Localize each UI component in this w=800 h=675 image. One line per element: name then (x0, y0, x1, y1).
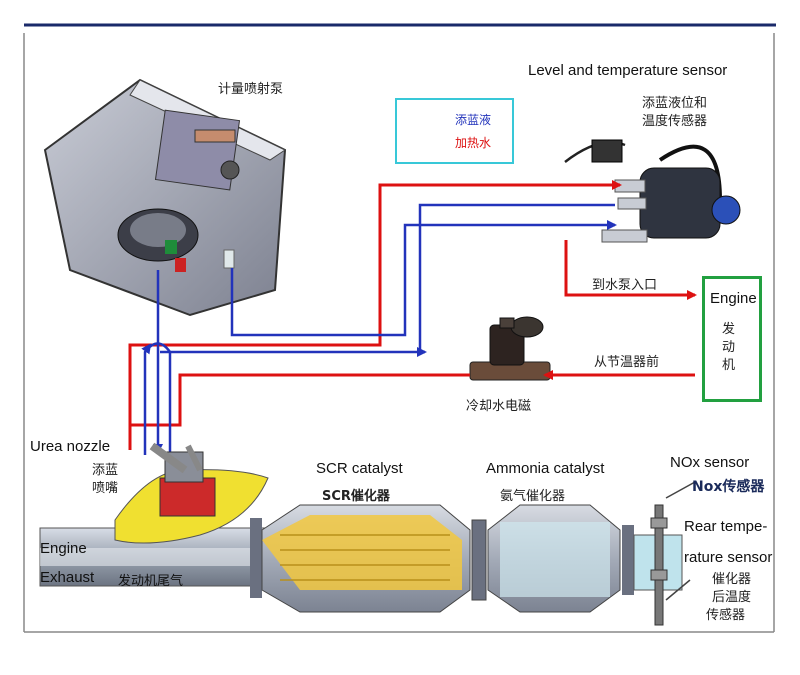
coolant-valve-label: 冷却水电磁 (466, 399, 532, 414)
exhaust-label-zh: 发动机尾气 (118, 574, 184, 589)
legend-box (395, 98, 514, 164)
engine-label-zh-3: 机 (722, 358, 736, 373)
urea-nozzle-label-zh-1: 添蓝 (92, 463, 119, 478)
nox-label-en: NOx sensor (670, 454, 750, 471)
scr-label-zh: SCR催化器 (322, 489, 390, 504)
urea-nozzle-label-zh-2: 喷嘴 (92, 481, 119, 496)
coolant-solenoid-valve (469, 316, 551, 381)
rear-temp-label-zh-3: 传感器 (706, 608, 746, 623)
to-pump-inlet-label: 到水泵入口 (592, 278, 658, 293)
level-temperature-sensor (564, 139, 741, 243)
urea-nozzle-label-en: Urea nozzle (30, 438, 111, 455)
level-sensor-label-en: Level and temperature sensor (528, 62, 728, 79)
rear-temp-label-en-1: Rear tempe- (684, 518, 768, 535)
ammonia-label-en: Ammonia catalyst (486, 460, 605, 477)
metering-pump (43, 78, 287, 317)
frame (23, 23, 776, 633)
rear-temp-label-zh-2: 后温度 (712, 590, 752, 605)
scr-label-en: SCR catalyst (316, 460, 403, 477)
engine-label-en: Engine (710, 290, 757, 307)
ammonia-catalyst (487, 504, 621, 613)
nox-label-zh: Nox传感器 (692, 479, 765, 495)
tail-pipe (622, 481, 696, 626)
scr-catalyst (250, 504, 471, 613)
rear-temp-label-zh-1: 催化器 (712, 572, 752, 587)
urea-lines (141, 203, 617, 455)
legend-hot-water-label: 加热水 (455, 136, 492, 150)
level-sensor-label-zh-1: 添蓝液位和 (642, 96, 708, 111)
pump-label: 计量喷射泵 (218, 82, 284, 97)
from-thermostat-label: 从节温器前 (594, 355, 660, 370)
rear-temp-label-en-2: rature sensor (684, 549, 773, 566)
ammonia-label-zh: 氨气催化器 (500, 489, 566, 504)
engine-label-zh-2: 动 (722, 340, 736, 355)
legend-urea-label: 添蓝液 (455, 113, 492, 127)
exhaust-label-en-1: Engine (40, 540, 87, 557)
flange (471, 519, 487, 601)
engine-box (702, 276, 762, 402)
engine-label-zh-1: 发 (722, 322, 736, 337)
exhaust-label-en-2: Exhaust (40, 569, 95, 586)
urea-nozzle (114, 442, 269, 544)
level-sensor-label-zh-2: 温度传感器 (642, 114, 708, 129)
hot-water-lines (128, 180, 697, 450)
